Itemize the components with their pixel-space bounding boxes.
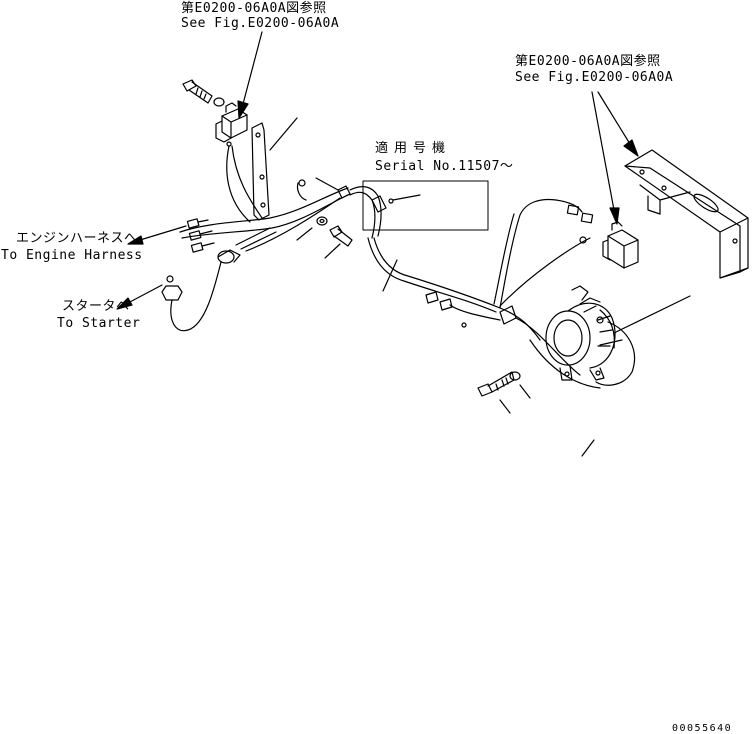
starter-terminal-icon [161, 275, 183, 301]
engine-harness-en-label: To Engine Harness [1, 248, 143, 263]
bracket-strip-icon [251, 122, 270, 221]
alternator-icon [545, 285, 616, 381]
serial-jp-label: 適用号機 [375, 141, 452, 156]
relay-right-icon [602, 221, 639, 269]
ref-top-jp-label: 第E0200-06A0A図参照 [181, 1, 327, 16]
starter-arrow [116, 284, 163, 310]
connectors-left-icon [186, 218, 215, 253]
washer-bottom-icon [509, 371, 521, 381]
starter-en-label: To Starter [57, 316, 141, 331]
bracket-plate-icon [624, 149, 749, 279]
bolt-top-icon [182, 79, 213, 104]
relay-top-icon [215, 102, 248, 147]
serial-box [362, 180, 489, 231]
bolt-center-icon [329, 225, 353, 247]
serial-en-label: Serial No.11507～ [375, 159, 514, 174]
starter-jp-label: スタータへ [62, 299, 130, 314]
right-ref-arrows [591, 91, 639, 225]
bolt-bottom-icon [477, 371, 515, 397]
drawing-number-label: 00055640 [672, 723, 733, 734]
engine-harness-arrow [127, 225, 187, 245]
ref-top-en-label: See Fig.E0200-06A0A [181, 16, 340, 31]
ref-right-en-label: See Fig.E0200-06A0A [515, 70, 674, 85]
washer-top-icon [213, 97, 225, 107]
top-ref-arrow [237, 31, 263, 119]
ref-right-jp-label: 第E0200-06A0A図参照 [515, 54, 661, 69]
harness-clamp-icon [217, 249, 241, 264]
engine-harness-jp-label: エンジンハーネスへ [16, 231, 138, 246]
